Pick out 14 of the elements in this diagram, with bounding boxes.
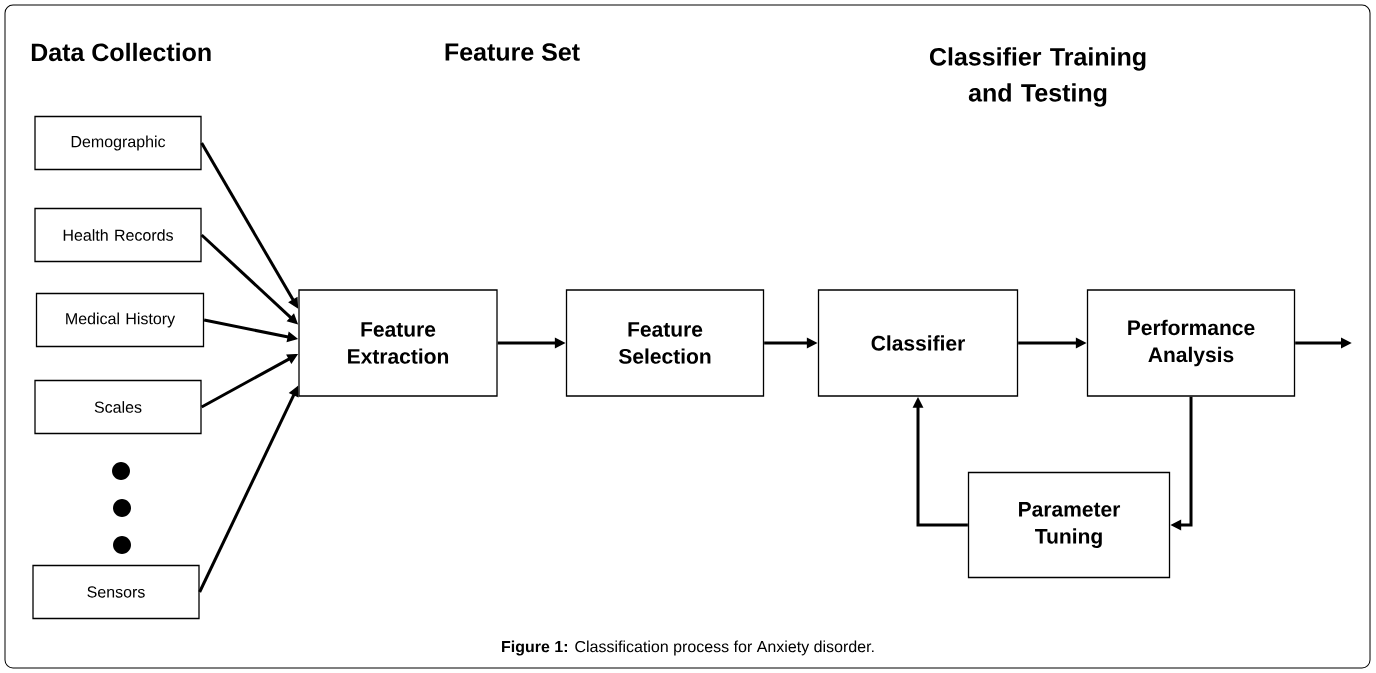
process-box: Health Records <box>34 207 202 263</box>
process-box: Scales <box>34 379 202 435</box>
figure-caption: Figure 1: Classification process for Anxiety disorder. <box>502 640 874 656</box>
section-heading: Feature Set <box>445 43 580 61</box>
section-heading: Data Collection <box>31 42 211 62</box>
process-box: Medical History <box>35 292 205 348</box>
process-box: Sensors <box>32 564 200 620</box>
process-box: Feature Selection <box>565 289 765 397</box>
process-box: Parameter Tuning <box>967 471 1171 579</box>
section-heading: Classifier Training and Testing <box>929 47 1146 107</box>
process-box: Feature Extraction <box>298 289 498 397</box>
process-box: Performance Analysis <box>1086 289 1296 397</box>
process-box: Classifier <box>817 289 1019 397</box>
process-box: Demographic <box>34 115 202 171</box>
